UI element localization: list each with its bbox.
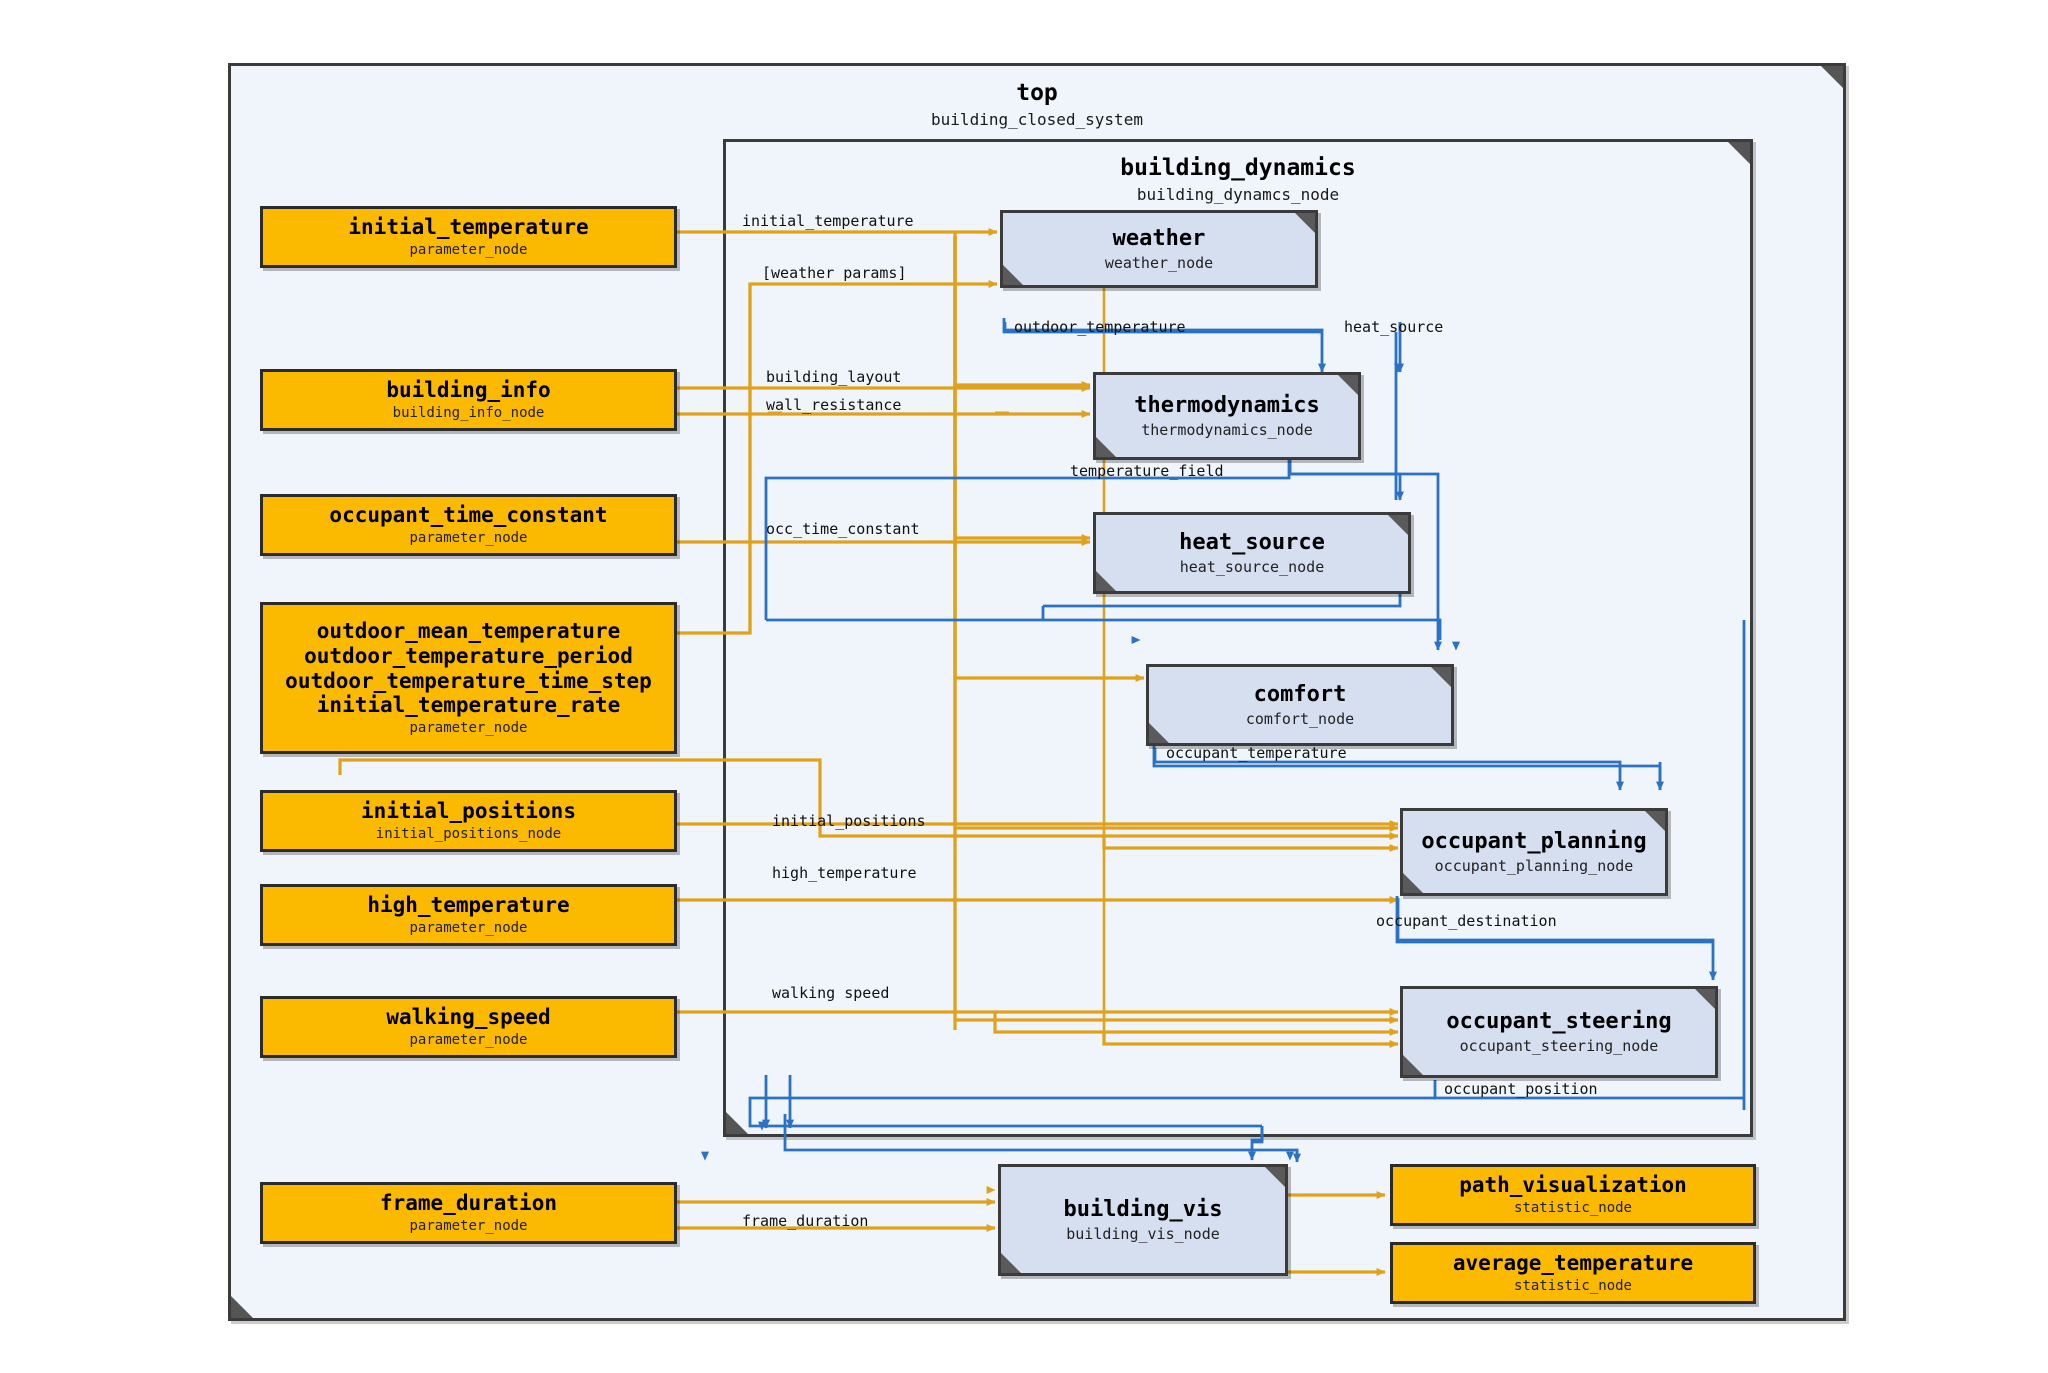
node-subtitle: heat_source_node — [1179, 557, 1325, 576]
node-title-line-1: outdoor_mean_temperature — [316, 619, 621, 644]
node-title: walking_speed — [386, 1005, 551, 1030]
node-subtitle: occupant_planning_node — [1434, 856, 1634, 875]
node-title: path_visualization — [1459, 1173, 1687, 1198]
node-title: building_vis — [1063, 1197, 1223, 1223]
fold-corner-icon — [1149, 723, 1169, 743]
node-title: frame_duration — [379, 1191, 557, 1216]
node-initial-positions[interactable]: initial_positions initial_positions_node — [260, 790, 677, 852]
node-comfort[interactable]: comfort comfort_node — [1146, 664, 1454, 746]
fold-corner-icon — [1265, 1167, 1285, 1187]
fold-corner-icon — [1096, 571, 1116, 591]
fold-corner-icon — [1695, 989, 1715, 1009]
node-title: high_temperature — [367, 893, 570, 918]
node-subtitle: building_vis_node — [1066, 1224, 1220, 1243]
node-title-line-3: outdoor_temperature_time_step — [285, 668, 652, 693]
node-subtitle: weather_node — [1104, 253, 1214, 272]
edge-label-occ-time-constant: occ_time_constant — [766, 520, 920, 538]
edge-label-wall-resistance: wall_resistance — [766, 396, 902, 414]
edge-label-high-temperature: high_temperature — [772, 864, 917, 882]
container-top-title: top — [1016, 80, 1058, 106]
node-high-temperature[interactable]: high_temperature parameter_node — [260, 884, 677, 946]
node-subtitle: parameter_node — [409, 1217, 528, 1234]
node-subtitle: thermodynamics_node — [1141, 420, 1313, 439]
node-title-line-2: outdoor_temperature_period — [304, 643, 633, 668]
fold-corner-icon — [1431, 667, 1451, 687]
node-title: initial_temperature — [348, 215, 589, 240]
node-outdoor-parameters[interactable]: outdoor_mean_temperature outdoor_tempera… — [260, 602, 677, 754]
node-walking-speed[interactable]: walking_speed parameter_node — [260, 996, 677, 1058]
fold-corner-icon — [1295, 213, 1315, 233]
node-occupant-steering[interactable]: occupant_steering occupant_steering_node — [1400, 986, 1718, 1078]
node-occupant-planning[interactable]: occupant_planning occupant_planning_node — [1400, 808, 1668, 896]
node-title: building_info — [386, 378, 551, 403]
node-building-info[interactable]: building_info building_info_node — [260, 369, 677, 431]
edge-label-temperature-field: temperature_field — [1070, 462, 1224, 480]
node-subtitle: statistic_node — [1513, 1199, 1632, 1216]
fold-corner-icon — [1003, 265, 1023, 285]
node-subtitle: parameter_node — [409, 919, 528, 936]
node-subtitle: parameter_node — [409, 1031, 528, 1048]
node-title: comfort — [1253, 682, 1347, 708]
node-subtitle: building_info_node — [392, 404, 545, 421]
node-heat-source[interactable]: heat_source heat_source_node — [1093, 512, 1411, 594]
fold-corner-icon — [1096, 437, 1116, 457]
node-subtitle: parameter_node — [409, 720, 528, 737]
container-building-dynamics-title: building_dynamics — [1120, 155, 1356, 181]
fold-corner-icon — [1001, 1253, 1021, 1273]
edge-label-initial-temperature: initial_temperature — [742, 212, 914, 230]
node-title: occupant_steering — [1446, 1009, 1672, 1035]
fold-corner-icon — [1821, 66, 1843, 88]
edge-label-building-layout: building_layout — [766, 368, 902, 386]
node-subtitle: parameter_node — [409, 529, 528, 546]
node-initial-temperature[interactable]: initial_temperature parameter_node — [260, 206, 677, 268]
node-subtitle: comfort_node — [1245, 709, 1355, 728]
node-title: weather — [1112, 226, 1206, 252]
edge-label-outdoor-temperature: outdoor_temperature — [1014, 318, 1186, 336]
node-subtitle: parameter_node — [409, 241, 528, 258]
node-title: heat_source — [1179, 530, 1325, 556]
fold-corner-icon — [231, 1296, 253, 1318]
node-subtitle: occupant_steering_node — [1459, 1036, 1659, 1055]
edge-label-initial-positions: initial_positions — [772, 812, 926, 830]
node-title: average_temperature — [1452, 1251, 1694, 1276]
node-thermodynamics[interactable]: thermodynamics thermodynamics_node — [1093, 372, 1361, 460]
edge-label-weather-params: [weather params] — [762, 264, 907, 282]
node-title: initial_positions — [361, 799, 576, 824]
node-title-line-4: initial_temperature_rate — [316, 693, 621, 718]
node-title: occupant_planning — [1421, 829, 1647, 855]
node-weather[interactable]: weather weather_node — [1000, 210, 1318, 288]
edge-label-occupant-position: occupant_position — [1444, 1080, 1598, 1098]
node-occupant-time-constant[interactable]: occupant_time_constant parameter_node — [260, 494, 677, 556]
edge-label-occupant-temperature: occupant_temperature — [1166, 744, 1347, 762]
node-average-temperature[interactable]: average_temperature statistic_node — [1390, 1242, 1756, 1304]
edge-label-occupant-destination: occupant_destination — [1376, 912, 1557, 930]
fold-corner-icon — [726, 1112, 748, 1134]
fold-corner-icon — [1338, 375, 1358, 395]
edge-label-walking-speed: walking speed — [772, 984, 890, 1002]
fold-corner-icon — [1388, 515, 1408, 535]
edge-label-heat-source: heat_source — [1344, 318, 1444, 336]
fold-corner-icon — [1728, 142, 1750, 164]
node-subtitle: statistic_node — [1513, 1277, 1632, 1294]
fold-corner-icon — [1403, 873, 1423, 893]
edge-label-frame-duration: frame_duration — [742, 1212, 869, 1230]
node-title: occupant_time_constant — [329, 503, 608, 528]
node-subtitle: initial_positions_node — [375, 825, 562, 842]
node-building-vis[interactable]: building_vis building_vis_node — [998, 1164, 1288, 1276]
node-path-visualization[interactable]: path_visualization statistic_node — [1390, 1164, 1756, 1226]
node-frame-duration[interactable]: frame_duration parameter_node — [260, 1182, 677, 1244]
fold-corner-icon — [1403, 1055, 1423, 1075]
container-building-dynamics-subtitle: building_dynamcs_node — [1136, 185, 1340, 204]
fold-corner-icon — [1645, 811, 1665, 831]
container-top-subtitle: building_closed_system — [931, 110, 1143, 129]
node-title: thermodynamics — [1134, 393, 1320, 419]
